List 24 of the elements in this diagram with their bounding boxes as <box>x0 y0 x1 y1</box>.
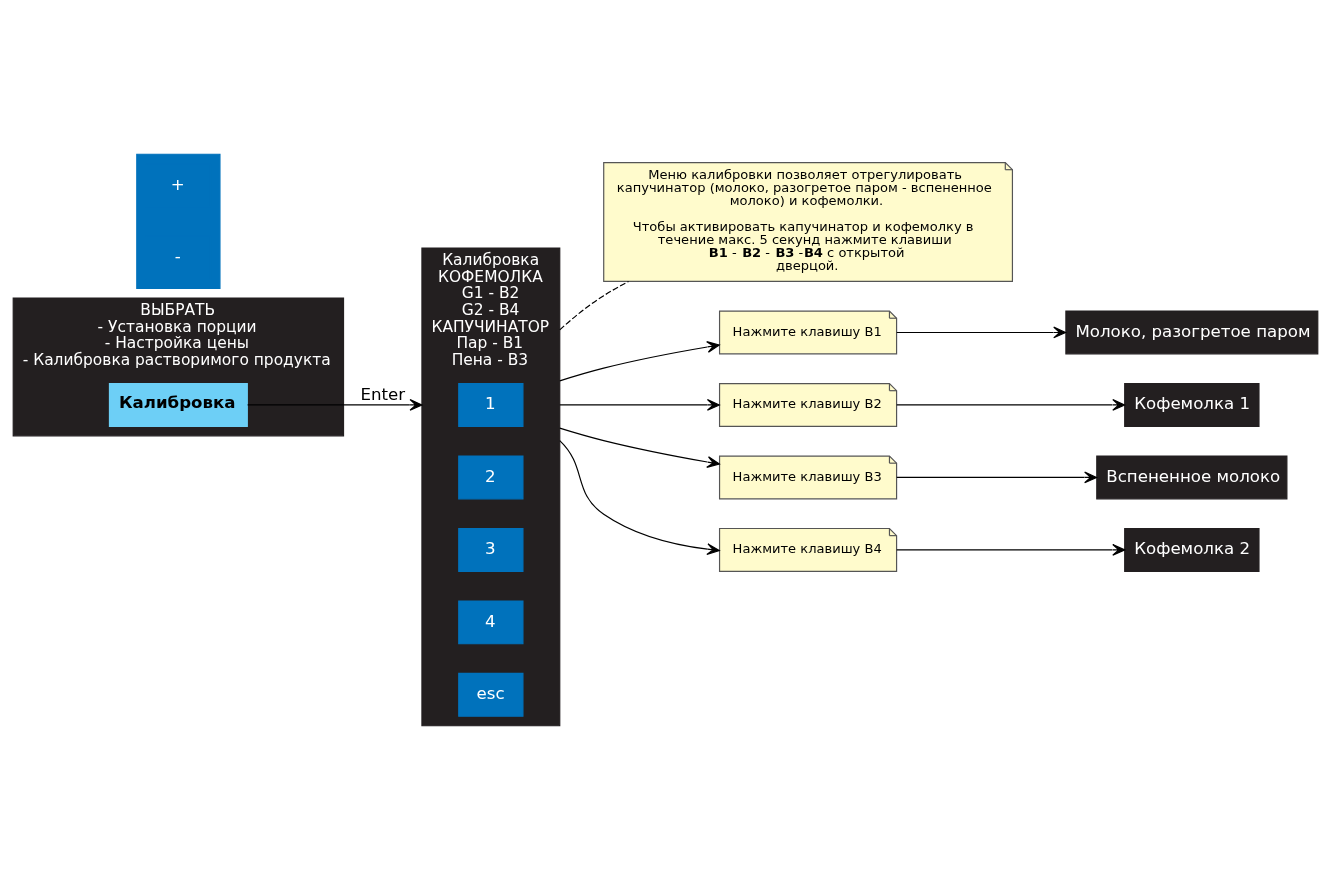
connector <box>559 280 630 330</box>
arrow <box>896 543 1126 556</box>
node-text: + <box>170 174 185 194</box>
arrow <box>896 326 1067 338</box>
cluster <box>136 153 221 289</box>
node-box: Кофемолка 2 <box>1124 527 1260 572</box>
node-text: - <box>174 246 181 266</box>
edge-label: Enter <box>360 384 406 404</box>
arrow <box>247 398 423 411</box>
node-box: 3 <box>458 527 524 572</box>
arrow <box>559 340 720 381</box>
node-box: Кофемолка 1 <box>1124 382 1260 427</box>
node-box: Калибровка <box>108 382 248 427</box>
node-box: 1 <box>458 382 524 427</box>
arrow <box>896 398 1126 411</box>
node-box: 4 <box>458 599 524 644</box>
node-box: 2 <box>458 454 524 499</box>
arrow <box>559 398 720 411</box>
node-box: Молоко, разогретое паром <box>1065 310 1319 354</box>
node-box: esc <box>458 672 524 717</box>
arrow <box>559 439 720 555</box>
arrow <box>559 427 720 468</box>
node-box: Вспененное молоко <box>1096 454 1288 499</box>
arrow <box>896 471 1098 483</box>
